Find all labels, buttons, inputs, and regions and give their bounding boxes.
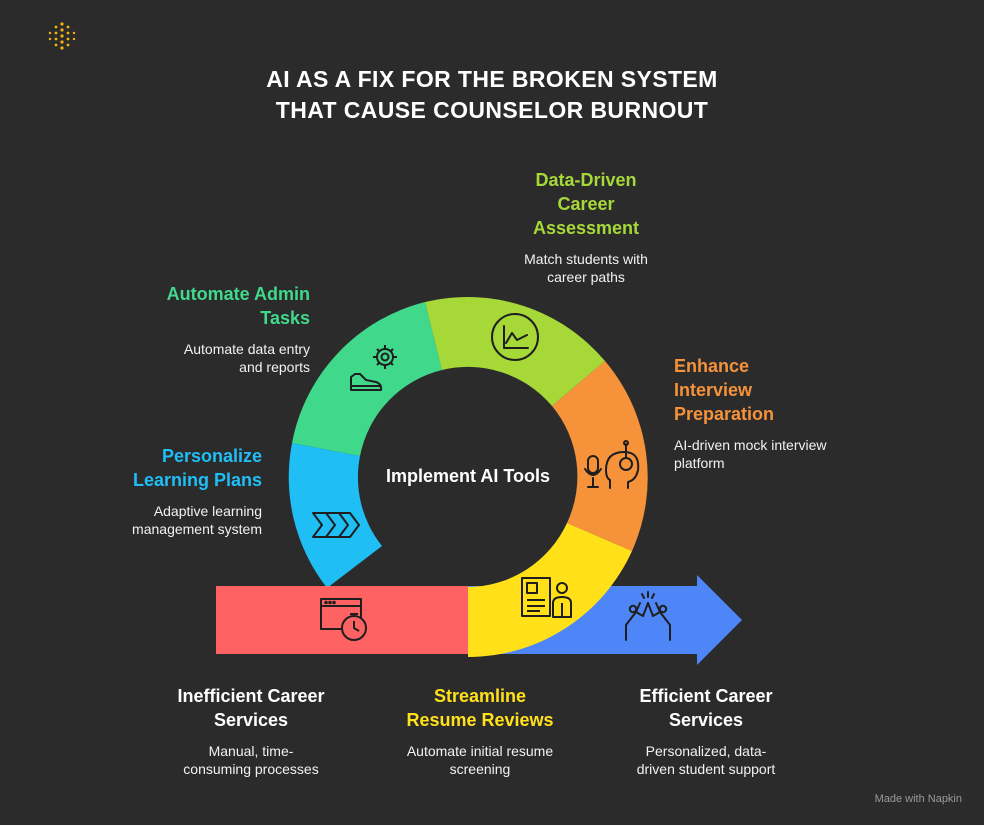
personalize-desc-1: Adaptive learning — [153, 503, 262, 519]
personalize-desc: Adaptive learning management system — [62, 502, 262, 538]
interview-desc: AI-driven mock interview platform — [674, 436, 874, 472]
shoe-icon — [350, 373, 383, 391]
data-driven-desc-2: career paths — [547, 269, 625, 285]
interview-label-2: Interview — [674, 380, 753, 400]
interview-label-3: Preparation — [674, 404, 775, 424]
efficient-label-2: Services — [668, 710, 744, 730]
segment-personalize-learning — [288, 443, 382, 588]
resume-label-2: Resume Reviews — [406, 710, 554, 730]
resume-label: Streamline Resume Reviews — [380, 684, 580, 732]
resume-desc-2: screening — [449, 761, 511, 777]
interview-label: Enhance Interview Preparation — [674, 354, 874, 426]
segment-data-driven — [425, 296, 605, 406]
interview-label-1: Enhance — [674, 356, 750, 376]
interview-desc-1: AI-driven mock interview — [674, 437, 827, 453]
resume-icon — [521, 577, 572, 618]
automate-admin-label-1: Automate Admin — [166, 284, 310, 304]
data-driven-label-1: Data-Driven — [535, 170, 637, 190]
interview-desc-2: platform — [674, 455, 725, 471]
gear-icon — [373, 345, 397, 369]
data-driven-desc-1: Match students with — [524, 251, 648, 267]
resume-desc: Automate initial resume screening — [380, 742, 580, 778]
footer-credit[interactable]: Made with Napkin — [874, 793, 962, 805]
inefficient-desc: Manual, time- consuming processes — [151, 742, 351, 778]
inefficient-label-2: Services — [213, 710, 289, 730]
personalize-label-1: Personalize — [161, 446, 262, 466]
personalize-label: Personalize Learning Plans — [62, 444, 262, 492]
data-driven-label: Data-Driven Career Assessment — [486, 168, 686, 240]
efficient-desc-2: driven student support — [636, 761, 776, 777]
logo-icon — [48, 22, 76, 50]
personalize-label-2: Learning Plans — [132, 470, 262, 490]
chevrons-icon — [312, 512, 360, 538]
data-driven-label-2: Career — [557, 194, 615, 214]
automate-admin-label: Automate Admin Tasks — [110, 282, 310, 330]
inefficient-bar — [216, 586, 468, 654]
title-line-1: AI AS A FIX FOR THE BROKEN SYSTEM — [266, 66, 718, 92]
inefficient-label: Inefficient Career Services — [151, 684, 351, 732]
interview-icon — [584, 440, 640, 489]
automate-admin-desc: Automate data entry and reports — [110, 340, 310, 376]
segment-interview — [552, 361, 648, 551]
data-driven-label-3: Assessment — [532, 218, 640, 238]
efficient-desc-1: Personalized, data- — [645, 743, 767, 759]
efficient-label: Efficient Career Services — [606, 684, 806, 732]
efficient-desc: Personalized, data- driven student suppo… — [606, 742, 806, 778]
title-line-2: THAT CAUSE COUNSELOR BURNOUT — [275, 97, 709, 123]
automate-admin-desc-1: Automate data entry — [183, 341, 310, 357]
resume-desc-1: Automate initial resume — [406, 743, 554, 759]
automate-admin-label-2: Tasks — [260, 308, 310, 328]
browser-timer-icon — [320, 598, 367, 641]
efficient-label-1: Efficient Career — [639, 686, 773, 706]
center-label: Implement AI Tools — [385, 466, 550, 486]
chart-icon — [491, 313, 539, 361]
segment-automate-admin — [292, 302, 442, 456]
automate-admin-desc-2: and reports — [239, 359, 310, 375]
high-five-icon — [625, 591, 671, 641]
inefficient-label-1: Inefficient Career — [177, 686, 325, 706]
data-driven-desc: Match students with career paths — [486, 250, 686, 286]
inefficient-desc-1: Manual, time- — [208, 743, 294, 759]
resume-label-1: Streamline — [433, 686, 527, 706]
inefficient-desc-2: consuming processes — [183, 761, 319, 777]
personalize-desc-2: management system — [132, 521, 262, 537]
